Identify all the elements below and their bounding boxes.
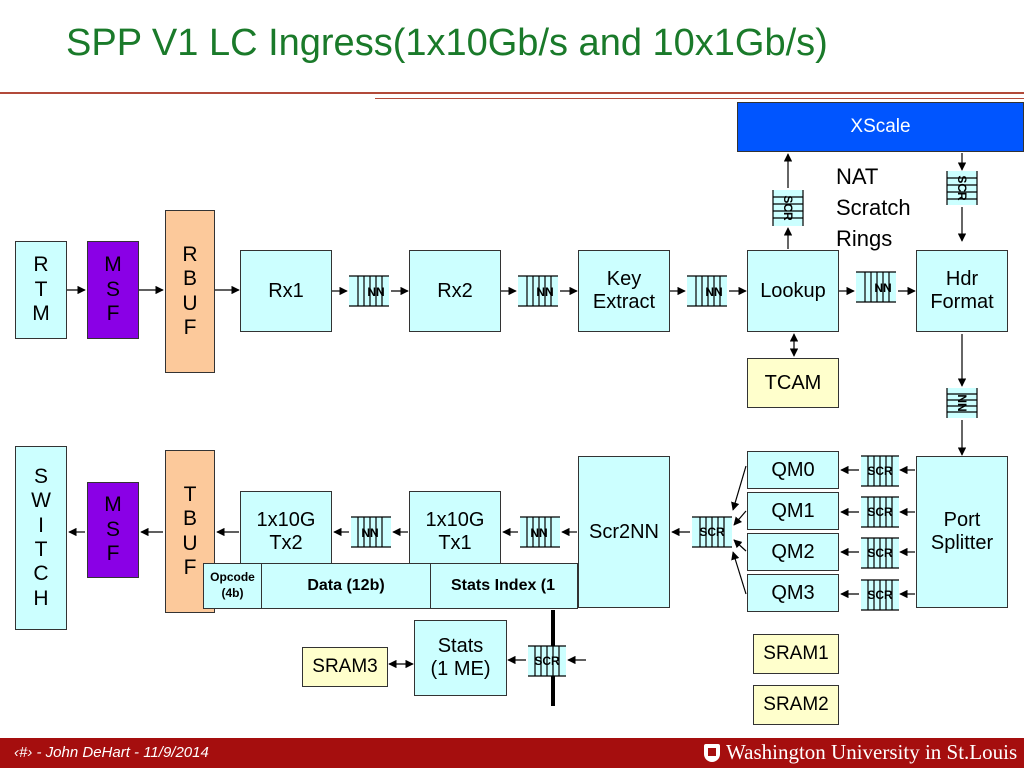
sram1-block: SRAM1 <box>753 634 839 674</box>
footer-slide-info: ‹#› - John DeHart - 11/9/2014 <box>14 744 209 761</box>
scr-ring-label: SCR <box>955 175 969 201</box>
scr-ring-qm0: SCR <box>861 455 899 487</box>
scr-ring-label: SCR <box>867 505 893 519</box>
tx1-block: 1x10G Tx1 <box>409 491 501 573</box>
nn-ring-label: NN <box>955 394 969 411</box>
nat-scratch-rings-label: NAT Scratch Rings <box>836 164 911 251</box>
title-rule <box>0 92 1024 94</box>
opcode-field: Opcode (4b) <box>203 563 262 609</box>
scr-ring-qm2: SCR <box>861 537 899 569</box>
data-field: Data (12b) <box>261 563 431 609</box>
scr-ring-lookup-xscale: SCR <box>772 190 804 226</box>
arrow-qm0-scr <box>731 465 747 511</box>
nn-ring-label: NN <box>367 285 384 299</box>
rx1-block: Rx1 <box>240 250 332 332</box>
scr-ring-label: SCR <box>534 654 560 668</box>
nn-ring-label: NN <box>530 526 547 540</box>
nn-ring-rx2-key: NN <box>518 275 558 307</box>
stats-block: Stats (1 ME) <box>414 620 507 696</box>
scr2nn-block: Scr2NN <box>578 456 670 608</box>
stats-index-field: Stats Index (1 <box>430 563 578 609</box>
arrow-qm2-scr <box>733 539 747 552</box>
nn-ring-label: NN <box>536 285 553 299</box>
university-shield-icon <box>704 743 720 762</box>
diagram-wiring: NN NN NN NN <box>67 153 978 706</box>
nn-ring-tx1-tx2: NN <box>351 516 391 548</box>
nn-ring-lookup-hdr: NN <box>856 271 896 303</box>
university-logo: Washington University in St.Louis <box>704 740 1017 765</box>
nn-ring-scr2nn-tx1: NN <box>520 516 560 548</box>
nn-ring-label: NN <box>361 526 378 540</box>
xscale-block: XScale <box>737 102 1024 152</box>
scr-ring-stats: SCR <box>528 645 566 677</box>
scr-ring-qm3: SCR <box>861 579 899 611</box>
sram2-block: SRAM2 <box>753 685 839 725</box>
scr-ring-label: SCR <box>781 195 795 221</box>
nn-ring-hdr-splitter: NN <box>946 388 978 418</box>
scr-ring-qm1: SCR <box>861 496 899 528</box>
msf-ingress-block: M S F <box>87 241 139 339</box>
hdr-format-block: Hdr Format <box>916 250 1008 332</box>
university-name: Washington University in St.Louis <box>726 740 1018 764</box>
nn-ring-label: NN <box>874 281 891 295</box>
tx2-block: 1x10G Tx2 <box>240 491 332 573</box>
lookup-block: Lookup <box>747 250 839 332</box>
arrow-qm1-scr <box>733 510 747 526</box>
scr-ring-scr2nn: SCR <box>692 516 732 548</box>
msf-egress-block: M S F <box>87 482 139 578</box>
tcam-block: TCAM <box>747 358 839 408</box>
rx2-block: Rx2 <box>409 250 501 332</box>
qm0-block: QM0 <box>747 451 839 489</box>
qm3-block: QM3 <box>747 574 839 612</box>
nn-ring-key-lookup: NN <box>687 275 727 307</box>
rtm-block: R T M <box>15 241 67 339</box>
page-title: SPP V1 LC Ingress(1x10Gb/s and 10x1Gb/s) <box>66 22 828 64</box>
qm2-block: QM2 <box>747 533 839 571</box>
footer-bar: ‹#› - John DeHart - 11/9/2014 Washington… <box>0 738 1024 768</box>
qm1-block: QM1 <box>747 492 839 530</box>
scr-ring-label: SCR <box>699 525 725 539</box>
nn-ring-label: NN <box>705 285 722 299</box>
switch-block: S W I T C H <box>15 446 67 630</box>
scr-ring-label: SCR <box>867 464 893 478</box>
title-rule-thin <box>375 98 1024 99</box>
sram3-block: SRAM3 <box>302 647 388 687</box>
scr-ring-label: SCR <box>867 546 893 560</box>
port-splitter-block: Port Splitter <box>916 456 1008 608</box>
scr-ring-xscale-hdr: SCR <box>946 171 978 205</box>
key-extract-block: Key Extract <box>578 250 670 332</box>
nn-ring-rx1-rx2: NN <box>349 275 389 307</box>
arrow-qm3-scr <box>731 551 747 595</box>
rbuf-block: R B U F <box>165 210 215 373</box>
scr-ring-label: SCR <box>867 588 893 602</box>
